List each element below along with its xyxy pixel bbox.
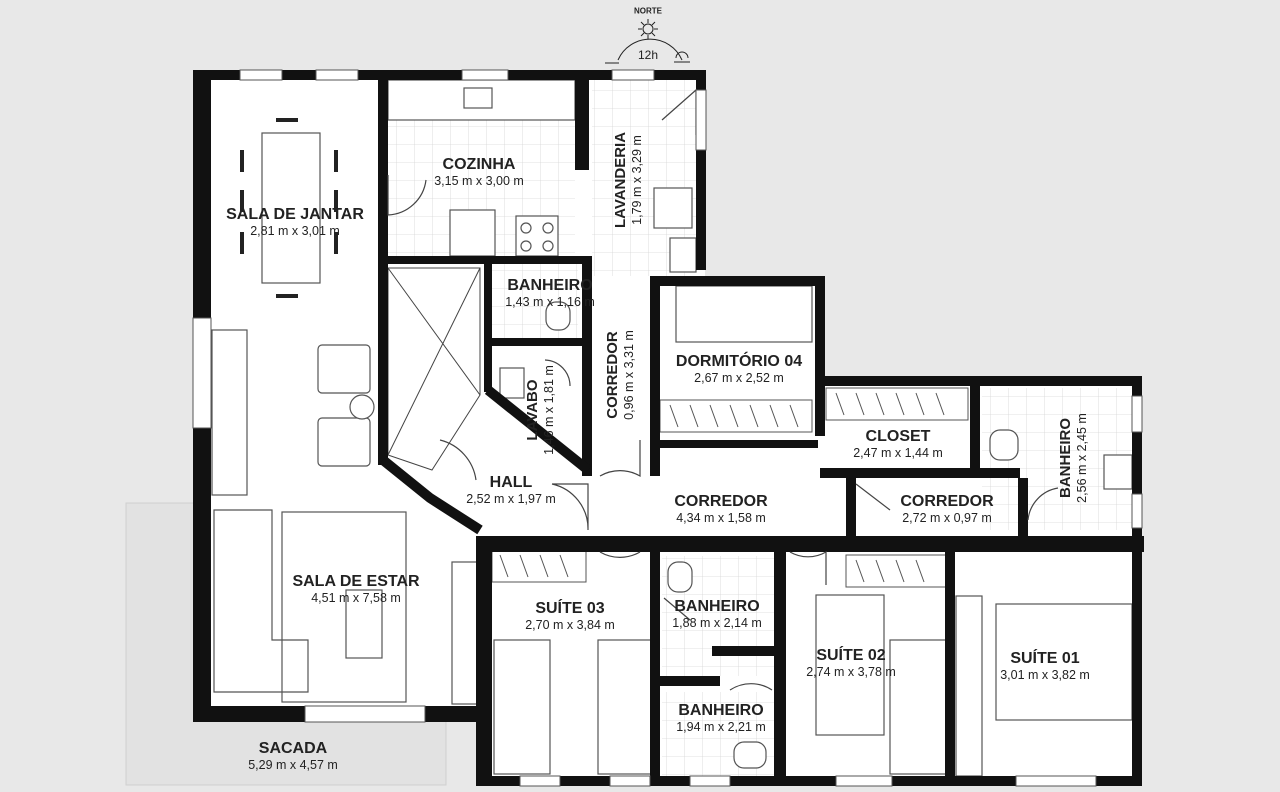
sink [499, 367, 525, 399]
armchair [317, 417, 371, 467]
compass-north-label: NORTE [634, 6, 662, 16]
toilet [989, 429, 1019, 461]
washing-machine [653, 187, 693, 229]
toilet [733, 741, 767, 769]
tv-panel [451, 561, 479, 705]
toilet [545, 301, 571, 331]
bed-suite-03-left [493, 639, 551, 775]
rug [281, 511, 407, 703]
toilet [667, 561, 693, 593]
windows [192, 69, 1143, 787]
sideboard [211, 329, 248, 496]
bed-suite-03-right [597, 639, 655, 775]
bed-suite-02 [889, 639, 947, 775]
kitchen-island [449, 209, 496, 257]
bed-dormitorio-04 [675, 285, 813, 343]
sink [463, 87, 493, 109]
bed-suite-01 [995, 603, 1133, 721]
side-table [349, 394, 375, 420]
compass-hour-label: 12h [637, 48, 659, 62]
wardrobe-suite-01 [955, 595, 983, 777]
armchair [317, 344, 371, 394]
coffee-table [345, 589, 383, 659]
laundry-sink [669, 237, 697, 273]
angled-walls [379, 386, 592, 535]
sink [1103, 454, 1133, 490]
desk-suite-02 [815, 594, 885, 736]
dining-table [261, 132, 321, 284]
sofa [213, 509, 309, 693]
furniture [211, 79, 1133, 777]
compass-sun-icon [605, 19, 690, 64]
